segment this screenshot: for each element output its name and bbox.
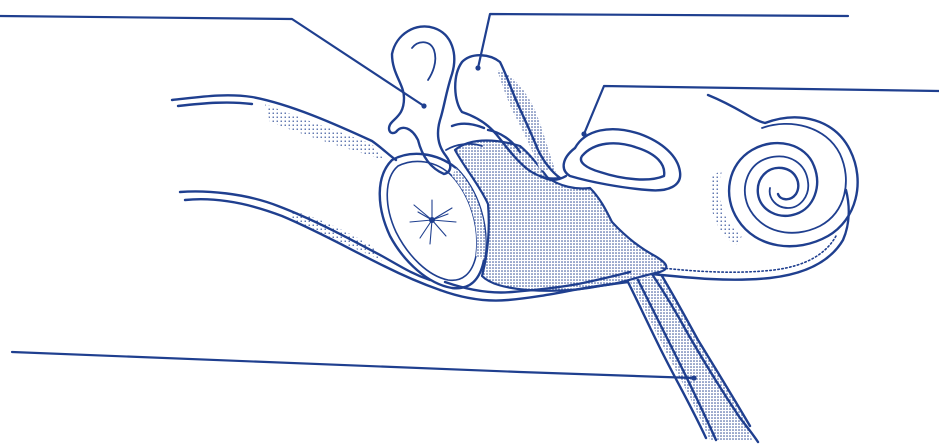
leader-line-malleus bbox=[0, 14, 426, 108]
tympanic-membrane-shading bbox=[452, 168, 486, 260]
cochlea-inner-whorl bbox=[744, 123, 847, 234]
stapes bbox=[486, 128, 522, 154]
malleus bbox=[387, 25, 456, 176]
ear-canal-bottom-wall bbox=[178, 190, 432, 282]
tympanic-membrane-inner bbox=[386, 160, 478, 282]
tympanic-membrane-outer bbox=[378, 152, 487, 290]
eustachian-tube-wall-right bbox=[650, 272, 760, 444]
leader-line-incus bbox=[476, 12, 850, 70]
ear-canal-top-wall-inner bbox=[176, 101, 254, 108]
leader-dot-semicircular-canal bbox=[581, 131, 587, 137]
ear-canal bbox=[170, 94, 442, 292]
ear-canal-lower-shading bbox=[290, 210, 384, 262]
leader-dot-incus bbox=[475, 65, 481, 71]
middle-ear-floor bbox=[438, 280, 630, 302]
stapes-footplate bbox=[445, 143, 483, 151]
eustachian-tube-fill bbox=[630, 276, 752, 440]
semicircular-canal-inner bbox=[579, 142, 666, 181]
middle-ear-floor-inner bbox=[443, 270, 632, 294]
eustachian-tube-wall-right-inner bbox=[660, 274, 752, 428]
cochlea bbox=[706, 93, 859, 248]
tympanic-membrane bbox=[378, 152, 487, 290]
ear-canal-top-wall bbox=[170, 94, 398, 162]
leader-lines bbox=[0, 12, 939, 381]
incus bbox=[454, 54, 562, 180]
ear-canal-bottom-wall-inner bbox=[183, 198, 442, 292]
leader-dot-eustachian-tube bbox=[691, 375, 697, 381]
malleus-head-inner bbox=[411, 41, 437, 81]
leader-dot-malleus bbox=[421, 103, 427, 109]
semicircular-canal-outer bbox=[562, 127, 682, 192]
inner-ear-housing-lower-inner bbox=[661, 235, 837, 273]
ear-canal-upper-shading bbox=[265, 104, 384, 160]
inner-ear-housing-lower bbox=[650, 188, 850, 281]
leader-line-semicircular-canal bbox=[582, 84, 939, 136]
semicircular-canal bbox=[538, 127, 682, 192]
cochlea-shading bbox=[710, 170, 742, 246]
incus-process bbox=[450, 122, 486, 130]
leader-line-eustachian-tube bbox=[10, 350, 696, 380]
umbo-star bbox=[409, 199, 457, 245]
eustachian-tube-wall-left-inner bbox=[636, 278, 718, 442]
ossicles bbox=[387, 25, 562, 180]
middle-ear-cavity bbox=[453, 70, 760, 444]
middle-ear-cavity-fill bbox=[453, 139, 668, 292]
eustachian-tube-wall-left bbox=[626, 280, 708, 440]
cochlea-outer-whorl bbox=[706, 93, 859, 248]
